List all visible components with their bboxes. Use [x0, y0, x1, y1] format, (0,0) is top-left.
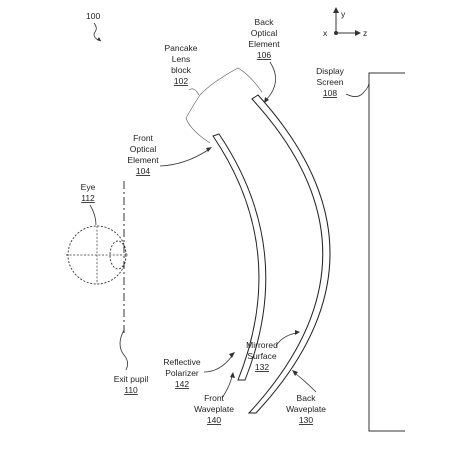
- axis-y-label: y: [341, 9, 346, 19]
- svg-text:Element: Element: [127, 155, 159, 165]
- front-optical-arrowhead: [206, 147, 212, 152]
- back-waveplate-label: Back Waveplate 130: [286, 393, 326, 425]
- axis-z-label: z: [363, 28, 367, 38]
- svg-text:Pancake: Pancake: [164, 43, 197, 53]
- front-optical-element: [212, 133, 267, 381]
- svg-text:Display: Display: [316, 66, 345, 76]
- exit-pupil-leader: [119, 329, 128, 371]
- display-screen-mask: [405, 70, 415, 435]
- svg-text:Front: Front: [204, 393, 224, 403]
- reflective-polarizer-label: Reflective Polarizer 142: [163, 357, 201, 389]
- figure-number-squiggle: [93, 22, 102, 42]
- figure-number: 100: [86, 11, 100, 21]
- svg-text:block: block: [171, 65, 192, 75]
- svg-text:Optical: Optical: [251, 28, 278, 38]
- back-optical-arrowhead: [264, 97, 269, 103]
- pancake-lens-block-label: Pancake Lens block 102: [164, 43, 197, 86]
- back-waveplate-arrowhead: [292, 370, 298, 376]
- eye-diagram: [66, 225, 128, 285]
- front-waveplate-leader: [221, 375, 233, 399]
- display-screen: [368, 72, 410, 432]
- svg-text:132: 132: [255, 362, 269, 372]
- back-optical-leader: [265, 61, 276, 101]
- eye-leader: [89, 204, 97, 226]
- exit-pupil-label: Exit pupil 110: [114, 374, 149, 395]
- svg-text:Front: Front: [133, 133, 153, 143]
- front-waveplate-label: Front Waveplate 140: [194, 393, 234, 425]
- svg-text:112: 112: [81, 193, 95, 203]
- back-waveplate-leader: [295, 373, 317, 393]
- svg-text:Screen: Screen: [317, 77, 344, 87]
- svg-text:130: 130: [299, 415, 313, 425]
- svg-text:Mirrored: Mirrored: [246, 340, 278, 350]
- svg-text:142: 142: [175, 379, 189, 389]
- lens-block-bracket: [185, 67, 263, 144]
- front-optical-element-label: Front Optical Element 104: [127, 133, 159, 176]
- mirrored-surface-arrowhead: [295, 330, 300, 335]
- eye-label: Eye 112: [81, 182, 96, 203]
- svg-text:Optical: Optical: [130, 144, 157, 154]
- back-optical-element-label: Back Optical Element 106: [248, 17, 280, 60]
- coordinate-axes: y x z: [323, 7, 367, 38]
- front-optical-leader: [159, 149, 209, 167]
- svg-text:102: 102: [174, 76, 188, 86]
- svg-text:140: 140: [207, 415, 221, 425]
- svg-text:Element: Element: [248, 39, 280, 49]
- svg-text:Polarizer: Polarizer: [165, 368, 199, 378]
- display-screen-leader: [345, 79, 370, 97]
- svg-text:Lens: Lens: [172, 54, 190, 64]
- svg-text:Eye: Eye: [81, 182, 96, 192]
- reflective-polarizer-leader: [203, 355, 233, 373]
- svg-text:104: 104: [136, 166, 150, 176]
- mirrored-surface-leader: [275, 332, 297, 347]
- svg-text:106: 106: [257, 50, 271, 60]
- svg-text:Back: Back: [255, 17, 275, 27]
- svg-text:Back: Back: [297, 393, 317, 403]
- figure-number-arrowhead: [97, 37, 101, 41]
- svg-text:Exit pupil: Exit pupil: [114, 374, 149, 384]
- svg-text:Surface: Surface: [247, 351, 277, 361]
- svg-text:Waveplate: Waveplate: [286, 404, 326, 414]
- svg-text:Reflective: Reflective: [163, 357, 201, 367]
- back-optical-element: [247, 94, 331, 414]
- reflective-polarizer-arrowhead: [229, 352, 235, 358]
- display-screen-label: Display Screen 108: [316, 66, 345, 98]
- mirrored-surface-label: Mirrored Surface 132: [246, 340, 278, 372]
- svg-text:108: 108: [323, 88, 337, 98]
- svg-text:Waveplate: Waveplate: [194, 404, 234, 414]
- front-waveplate-arrowhead: [230, 372, 235, 378]
- lens-block-leader: [188, 88, 200, 96]
- axis-x-label: x: [323, 28, 328, 38]
- svg-text:110: 110: [124, 385, 138, 395]
